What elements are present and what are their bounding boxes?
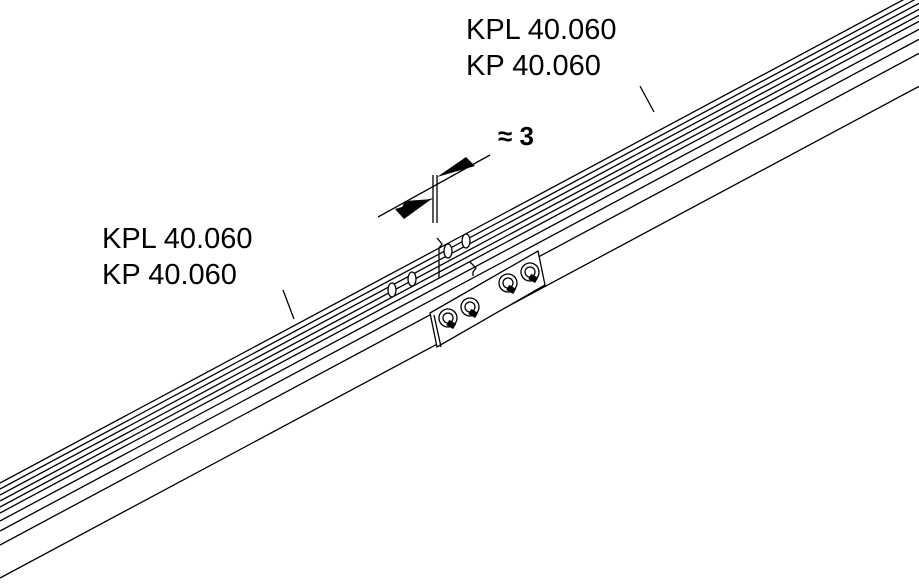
rail-edge-line bbox=[0, 2, 919, 496]
dimension-label: ≈ 3 bbox=[498, 121, 534, 151]
rail-edge-line bbox=[0, 14, 919, 508]
dimension-arrow-left bbox=[395, 198, 433, 219]
label-left: KPL 40.060 KP 40.060 bbox=[102, 221, 253, 293]
rail-edge-line bbox=[0, 8, 919, 502]
label-top: KPL 40.060 KP 40.060 bbox=[466, 12, 617, 84]
slot-holes bbox=[387, 233, 471, 298]
dimension-arrow-right bbox=[437, 157, 475, 177]
rail-joint bbox=[436, 237, 477, 278]
bolt-nut bbox=[438, 308, 458, 330]
label-top-line1: KPL 40.060 bbox=[466, 14, 617, 46]
slot-hole bbox=[443, 243, 453, 259]
bolts bbox=[438, 262, 540, 330]
slot-hole bbox=[461, 233, 471, 249]
rail-edge-line bbox=[0, 0, 916, 490]
bolt-nut bbox=[520, 262, 540, 284]
rail-edge-line bbox=[0, 20, 919, 514]
leader-line-top bbox=[639, 85, 655, 113]
connector-plate bbox=[429, 249, 546, 349]
rail-edge-line bbox=[0, 38, 919, 532]
leader-line-left bbox=[282, 289, 295, 320]
label-left-line1: KPL 40.060 bbox=[102, 223, 253, 255]
label-left-line2: KP 40.060 bbox=[102, 259, 237, 291]
slot-hole bbox=[407, 271, 417, 287]
rail-edge-line bbox=[0, 0, 905, 484]
slot-hole bbox=[387, 282, 397, 298]
bolt-nut bbox=[498, 273, 518, 295]
label-top-line2: KP 40.060 bbox=[466, 50, 601, 82]
rail-edge-line bbox=[0, 28, 919, 522]
bolt-nut bbox=[460, 297, 480, 319]
